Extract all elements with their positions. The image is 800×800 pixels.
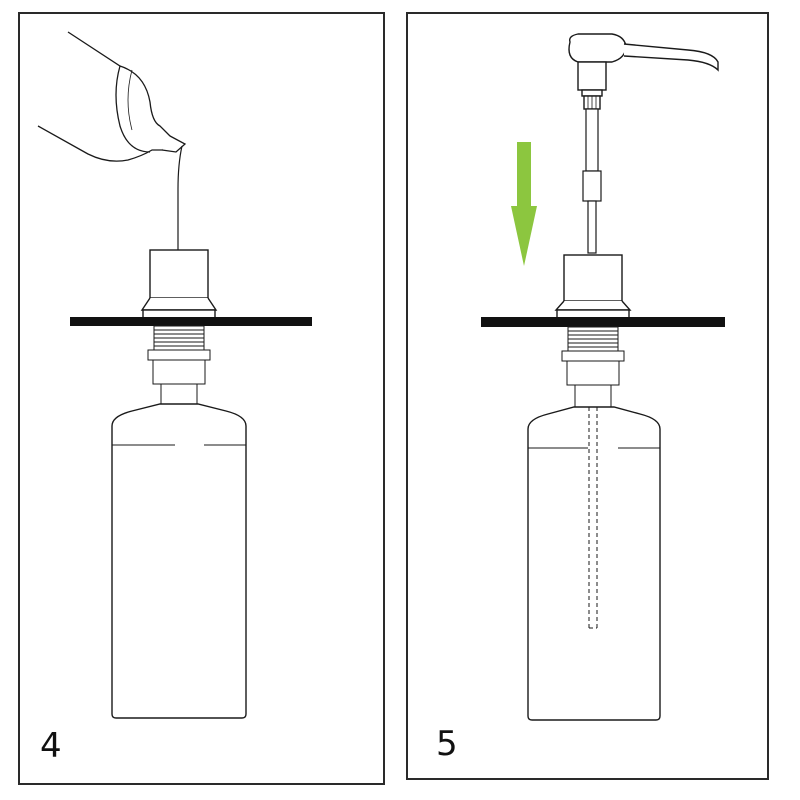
squeeze-bottle-icon	[37, 31, 187, 162]
dispenser-body	[140, 249, 218, 319]
pump-shaft	[582, 108, 602, 254]
step-number-4: 4	[40, 726, 62, 766]
pump-head-icon	[568, 33, 719, 110]
dip-tube	[588, 407, 598, 629]
threaded-shank	[561, 326, 625, 408]
step-5-panel: 5	[406, 12, 769, 780]
dispenser-body	[554, 254, 632, 319]
soap-dispenser-refill-illustration	[37, 31, 312, 719]
pump-insert-illustration	[481, 33, 725, 721]
liquid-stream	[177, 145, 183, 250]
countertop-bar	[70, 317, 312, 326]
soap-bottle	[527, 406, 661, 721]
down-arrow-icon	[511, 142, 537, 266]
countertop-bar	[481, 317, 725, 327]
step-4-panel: 4	[18, 12, 385, 785]
soap-bottle	[111, 403, 247, 719]
step-number-5: 5	[436, 724, 458, 764]
threaded-shank	[147, 325, 211, 405]
